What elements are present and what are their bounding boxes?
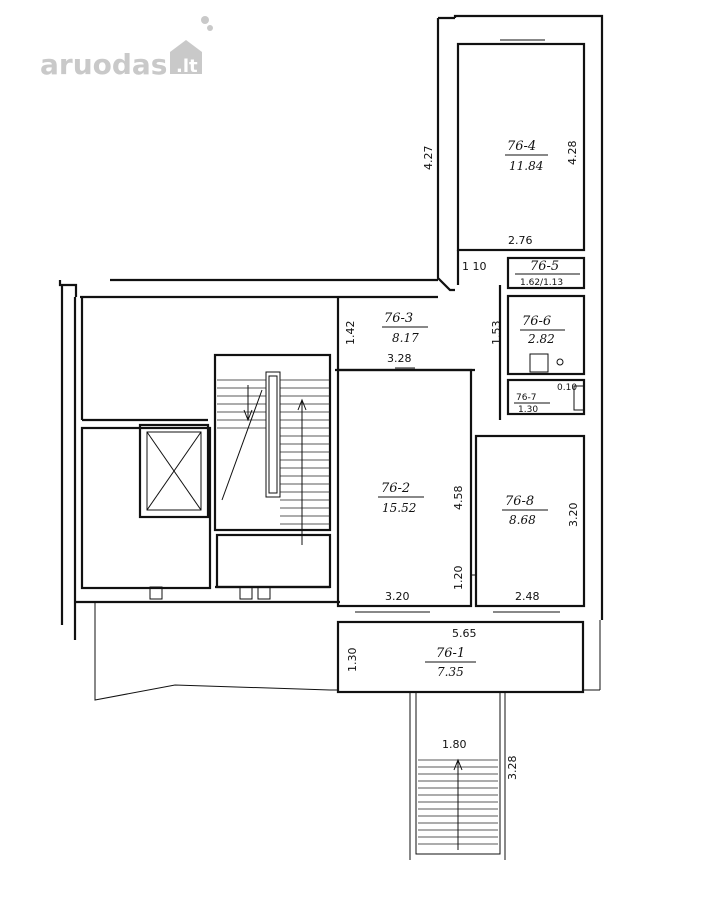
room-76-5-id: 76-5 (530, 259, 559, 274)
dim-2-48: 2.48 (515, 590, 540, 603)
room-76-8-area: 8.68 (509, 513, 536, 527)
dim-1-80: 1.80 (442, 738, 467, 751)
room-labels: 76-4 11.84 76-5 1.62/1.13 76-6 2.82 76-3… (378, 139, 580, 679)
dim-3-28-stair: 3.28 (506, 756, 519, 781)
room-76-8-id: 76-8 (505, 494, 534, 509)
room-76-1-id: 76-1 (436, 646, 465, 661)
dim-2-76: 2.76 (508, 234, 533, 247)
dim-4-27: 4.27 (422, 146, 435, 171)
watermark-tld: .lt (176, 56, 198, 77)
room-76-5-area: 1.62/1.13 (520, 278, 563, 288)
dim-1-42: 1.42 (344, 321, 357, 346)
room-76-2-area: 15.52 (382, 501, 416, 515)
room-76-6-area: 2.82 (527, 332, 555, 346)
dim-1-30: 1.30 (346, 648, 359, 673)
house-icon (170, 40, 202, 74)
room-76-7-area: 1.30 (518, 405, 538, 415)
stairwell (80, 297, 332, 603)
dim-3-28-top: 3.28 (387, 352, 412, 365)
room-76-3-area: 8.17 (392, 331, 419, 345)
dim-5-65: 5.65 (452, 627, 477, 640)
room-76-1-area: 7.35 (437, 665, 464, 679)
dim-4-28: 4.28 (566, 141, 579, 166)
room-76-2-id: 76-2 (381, 481, 410, 496)
room-76-4-area: 11.84 (509, 159, 543, 173)
elevator-shaft (138, 423, 210, 519)
dim-3-20-bottom: 3.20 (385, 590, 410, 603)
watermark-brand: aruodas (40, 48, 167, 81)
watermark-logo: aruodas .lt (40, 16, 213, 81)
room-76-7-id: 76-7 (516, 393, 536, 403)
room-76-4-id: 76-4 (507, 139, 536, 154)
room-walls (335, 39, 586, 613)
dim-1-53: 1.53 (490, 321, 503, 346)
room-76-3-id: 76-3 (384, 311, 413, 326)
dim-0-10: 0.10 (557, 383, 577, 393)
dim-1-10: 1 10 (462, 260, 487, 273)
dim-3-20-right: 3.20 (567, 503, 580, 528)
dim-1-20: 1.20 (452, 566, 465, 591)
dim-4-58: 4.58 (452, 486, 465, 511)
room-76-6-id: 76-6 (522, 314, 551, 329)
dimension-labels: 4.27 4.28 2.76 1 10 1.42 1.53 3.28 0.10 … (344, 141, 580, 781)
